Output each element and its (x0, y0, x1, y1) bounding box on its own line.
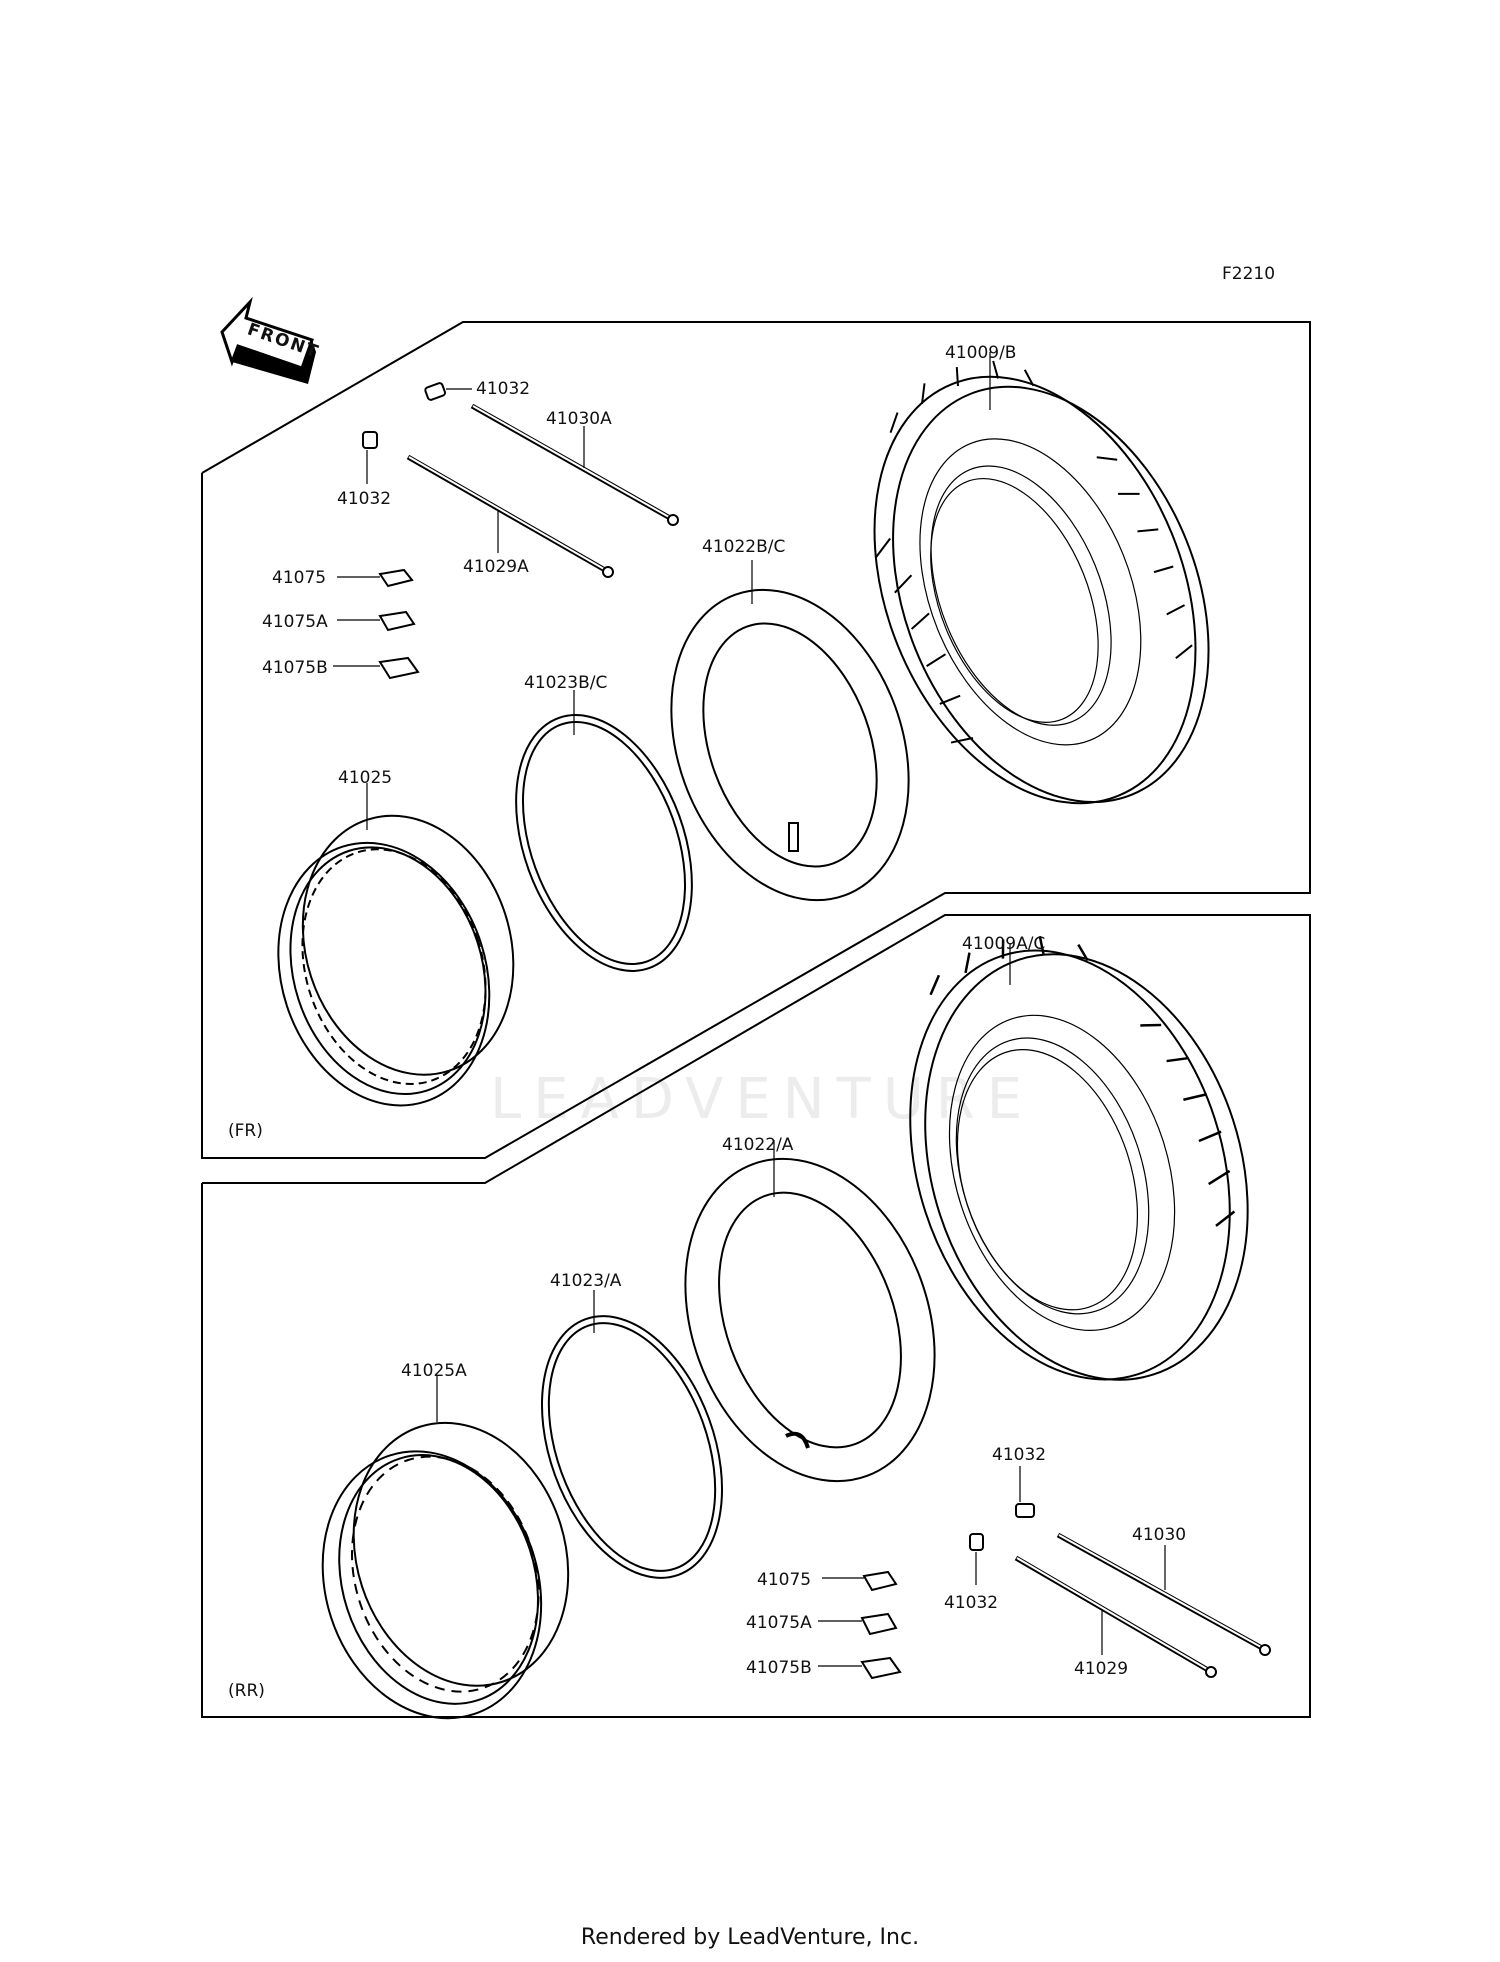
front-tire-callout: 41009/B (945, 343, 1016, 363)
diagram-code: F2210 (1222, 264, 1275, 284)
front-rim-band[interactable] (483, 690, 724, 995)
front-wheel-rim[interactable] (240, 783, 553, 1133)
rear-bolt-top-callout: 41032 (992, 1445, 1046, 1465)
front-weight-1-callout: 41075 (272, 568, 326, 588)
rear-inner-tube[interactable] (642, 1124, 977, 1517)
rear-spoke-b[interactable] (1014, 1555, 1217, 1678)
rear-spoke-b-callout: 41029 (1074, 1659, 1128, 1679)
front-panel: (FR) 41009/B (201, 312, 1311, 1159)
front-spoke-nipple-top[interactable] (424, 382, 472, 401)
front-weight-3-callout: 41075B (262, 658, 328, 678)
rear-balance-weight-2[interactable] (818, 1612, 898, 1636)
front-spoke-a[interactable] (470, 403, 679, 526)
front-bolt-left-callout: 41032 (337, 489, 391, 509)
rear-panel: (RR) 41009A/C (201, 889, 1311, 1747)
front-spoke-nipple-left[interactable] (362, 431, 378, 484)
front-spoke-a-callout: 41030A (546, 409, 612, 429)
front-balance-weight-3[interactable] (333, 656, 420, 680)
rear-rim-band[interactable] (508, 1290, 755, 1603)
front-inner-tube[interactable] (630, 556, 950, 933)
rear-weight-2-callout: 41075A (746, 1613, 812, 1633)
rear-bolt-left-callout: 41032 (944, 1593, 998, 1613)
front-balance-weight-1[interactable] (337, 568, 414, 588)
watermark: LEADVENTURE (490, 1067, 1034, 1132)
front-rim-callout: 41025 (338, 768, 392, 788)
rear-wheel-rim[interactable] (284, 1376, 609, 1747)
front-tube-callout: 41022B/C (702, 537, 785, 557)
rear-tire-callout: 41009A/C (962, 934, 1045, 954)
rear-spoke-nipple-top[interactable] (1015, 1466, 1035, 1518)
front-rim-band-callout: 41023B/C (524, 673, 607, 693)
rear-balance-weight-3[interactable] (818, 1656, 902, 1680)
rear-tire[interactable] (853, 889, 1300, 1426)
footer-credit: Rendered by LeadVenture, Inc. (580, 1925, 920, 1950)
rear-weight-1-callout: 41075 (757, 1570, 811, 1590)
front-balance-weight-2[interactable] (337, 610, 416, 632)
rear-rim-callout: 41025A (401, 1361, 467, 1381)
rear-spoke-nipple-left[interactable] (969, 1533, 984, 1585)
rear-panel-label: (RR) (228, 1681, 265, 1701)
rear-balance-weight-1[interactable] (822, 1570, 898, 1592)
front-arrow-icon: FRONT (220, 296, 322, 384)
front-spoke-b-callout: 41029A (463, 557, 529, 577)
front-tire[interactable] (809, 312, 1267, 855)
front-spoke-b[interactable] (406, 454, 614, 578)
front-panel-label: (FR) (228, 1121, 263, 1141)
rear-spoke-a-callout: 41030 (1132, 1525, 1186, 1545)
rear-tube-callout: 41022/A (722, 1135, 794, 1155)
front-bolt-top-callout: 41032 (476, 379, 530, 399)
front-weight-2-callout: 41075A (262, 612, 328, 632)
rear-rim-band-callout: 41023/A (550, 1271, 622, 1291)
rear-spoke-a[interactable] (1056, 1532, 1271, 1656)
rear-weight-3-callout: 41075B (746, 1658, 812, 1678)
